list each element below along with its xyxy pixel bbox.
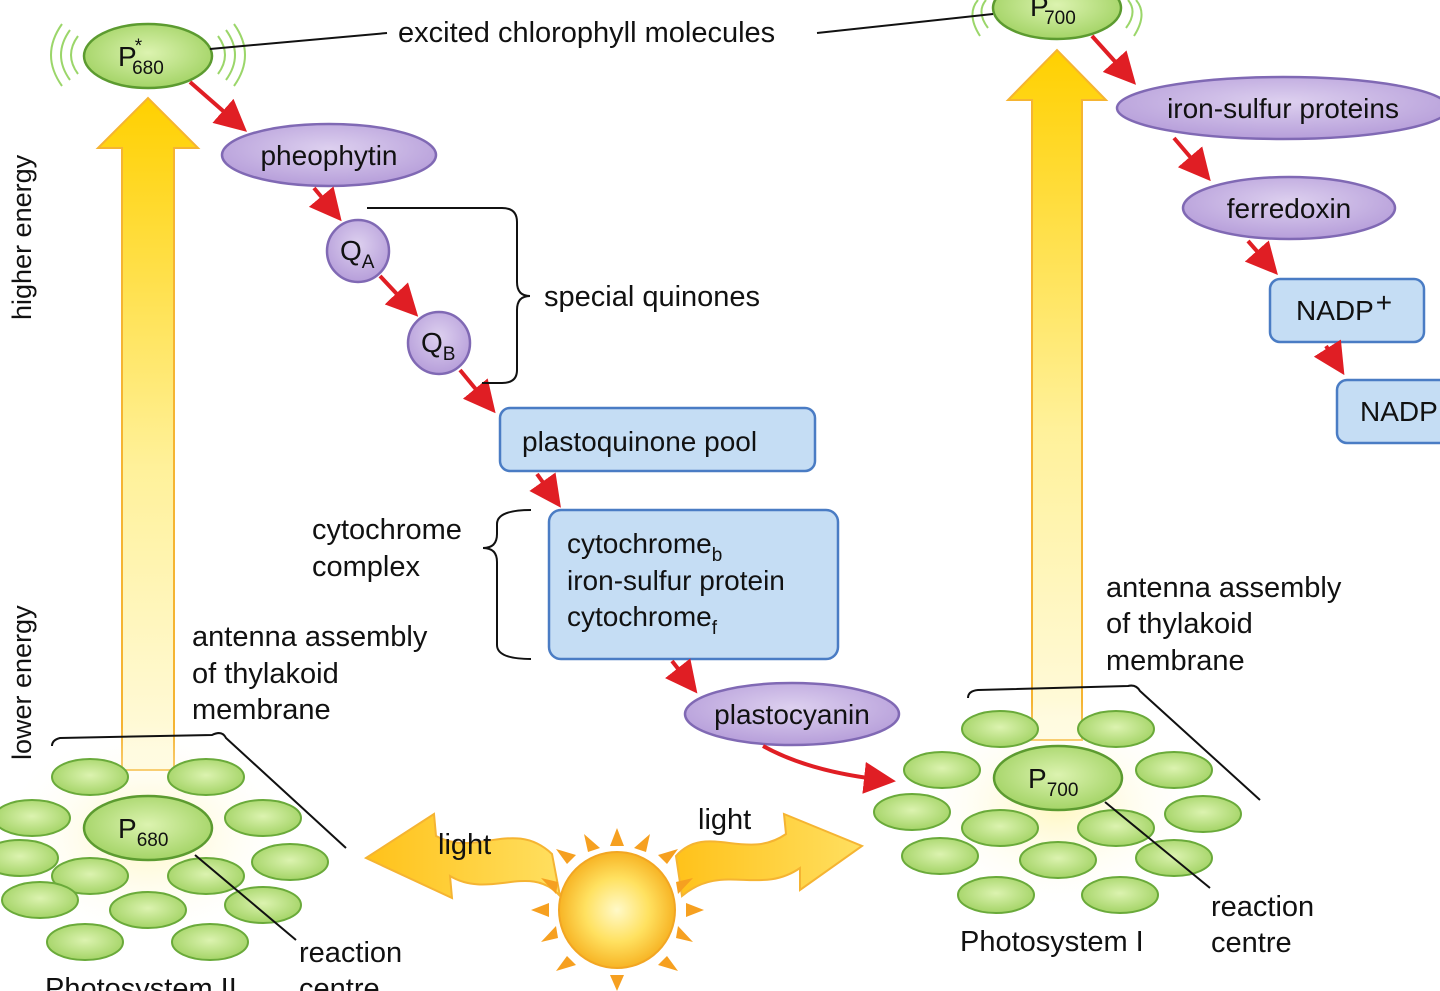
- nadp-plus-main-text: NADP: [1296, 295, 1374, 326]
- light-left-label: light: [438, 829, 491, 861]
- p700-main-text: P: [1028, 763, 1047, 794]
- cytochrome-complex-label-line1: cytochrome: [312, 514, 462, 546]
- brace-special-quinones: [367, 207, 531, 384]
- arrow-qb-to-plastoquinone: [458, 368, 496, 414]
- cytochrome-b-main-text: cytochrome: [567, 528, 712, 559]
- arrow-iron-sulfur-to-ferredoxin: [1172, 136, 1211, 182]
- arrow-pheophytin-to-qa: [308, 186, 342, 222]
- p700-sub-text: 700: [1047, 780, 1079, 801]
- energy-arrow-photosystem-i: [1005, 48, 1109, 741]
- p680-excited-main-text: P: [118, 41, 137, 72]
- arrow-plastocyanin-to-p700: [762, 744, 896, 794]
- pheophytin-node: pheophytin: [220, 122, 438, 188]
- brace-antenna-right: [967, 684, 1261, 801]
- svg-text:P*700: P*700: [1030, 0, 1076, 29]
- p700-excited-star: *: [1047, 0, 1055, 7]
- photosystem-ii-antenna-cluster: [0, 725, 329, 961]
- p680-sub-text: 680: [137, 830, 169, 851]
- p680-excited-sub-text: 680: [132, 58, 164, 79]
- p700-excited-main-text: P: [1030, 0, 1049, 22]
- svg-text:cytochromef: cytochromef: [567, 601, 718, 639]
- photosystem-ii-label: Photosystem II: [45, 973, 237, 991]
- ferredoxin-node: ferredoxin: [1181, 175, 1397, 241]
- p680-excited-node: P*680: [50, 22, 246, 90]
- reaction-centre-left-label-line2: centre: [299, 973, 380, 991]
- arrow-plastoquinone-to-cytochrome: [529, 472, 561, 508]
- antenna-left-label-line1: antenna assembly: [192, 621, 428, 653]
- svg-text:NADP+: NADP+: [1296, 287, 1392, 326]
- qa-node: QA: [325, 218, 391, 284]
- nadp-plus-sup-text: +: [1376, 287, 1392, 318]
- cytochrome-f-sub-text: f: [712, 618, 718, 639]
- qb-main-text: Q: [421, 327, 443, 358]
- qb-sub-text: B: [443, 344, 456, 365]
- arrow-ferredoxin-to-nadp: [1244, 239, 1278, 276]
- antenna-right-label-line3: membrane: [1106, 645, 1245, 677]
- nadph-node: NADPH: [1335, 378, 1440, 445]
- reaction-centre-right-label-line2: centre: [1211, 927, 1292, 959]
- p680-main-text: P: [118, 813, 137, 844]
- electron-flow-arrows: [188, 34, 1345, 794]
- energy-arrow-photosystem-ii: [95, 96, 201, 771]
- plastocyanin-node: plastocyanin: [683, 681, 901, 747]
- svg-text:QA: QA: [340, 235, 375, 273]
- light-arrow-left: [363, 812, 562, 900]
- plastocyanin-label: plastocyanin: [714, 699, 870, 730]
- light-right-label: light: [698, 804, 751, 836]
- p680-reaction-centre-node: P680: [82, 794, 214, 862]
- svg-text:cytochromeb: cytochromeb: [567, 528, 722, 566]
- arrow-p700-to-iron-sulfur: [1090, 34, 1137, 85]
- p700-reaction-centre-node: P700: [992, 744, 1124, 812]
- pheophytin-label: pheophytin: [260, 140, 397, 171]
- leader-excited-left: [209, 32, 388, 50]
- qa-main-text: Q: [340, 235, 362, 266]
- nadph-label: NADPH: [1360, 396, 1440, 427]
- special-quinones-label: special quinones: [544, 281, 760, 313]
- leader-excited-right: [816, 13, 994, 34]
- nadp-plus-node: NADP+: [1268, 277, 1426, 344]
- arrow-p680-to-pheophytin: [188, 80, 248, 132]
- qa-sub-text: A: [362, 252, 375, 273]
- arrow-nadp-to-nadph: [1313, 339, 1345, 376]
- p700-excited-node: P*700: [971, 0, 1143, 41]
- arrow-qa-to-qb: [378, 274, 419, 317]
- antenna-left-label-line2: of thylakoid: [192, 658, 339, 690]
- excited-chlorophyll-label: excited chlorophyll molecules: [398, 17, 775, 49]
- antenna-left-label-line3: membrane: [192, 694, 331, 726]
- reaction-centre-left-label-line1: reaction: [299, 937, 402, 969]
- p700-excited-sub-text: 700: [1044, 8, 1076, 29]
- plastoquinone-pool-node: plastoquinone pool: [498, 406, 817, 473]
- antenna-right-label-line1: antenna assembly: [1106, 572, 1342, 604]
- leader-reaction-right: [1104, 801, 1211, 889]
- axis-label-higher-energy: higher energy: [7, 154, 37, 320]
- svg-text:P700: P700: [1028, 763, 1078, 801]
- iron-sulfur-proteins-label: iron-sulfur proteins: [1167, 93, 1399, 124]
- svg-text:P680: P680: [118, 813, 168, 851]
- sun-icon: [531, 828, 704, 991]
- brace-antenna-left: [51, 732, 347, 849]
- axis-label-lower-energy: lower energy: [7, 605, 37, 760]
- light-arrow-right: [674, 812, 865, 898]
- iron-sulfur-protein-line: iron-sulfur protein: [567, 565, 785, 596]
- cytochrome-f-main-text: cytochrome: [567, 601, 712, 632]
- p680-excited-star: *: [135, 36, 143, 57]
- qb-node: QB: [406, 310, 472, 376]
- iron-sulfur-proteins-node: iron-sulfur proteins: [1115, 75, 1440, 141]
- cytochrome-complex-label-line2: complex: [312, 551, 420, 583]
- antenna-right-label-line2: of thylakoid: [1106, 608, 1253, 640]
- ferredoxin-label: ferredoxin: [1227, 193, 1352, 224]
- plastoquinone-pool-label: plastoquinone pool: [522, 426, 757, 457]
- leader-reaction-left: [194, 854, 297, 941]
- arrow-cytochrome-to-plastocyanin: [665, 658, 698, 694]
- cytochrome-b-sub-text: b: [712, 545, 723, 566]
- photosystem-i-label: Photosystem I: [960, 926, 1144, 958]
- svg-text:QB: QB: [421, 327, 455, 365]
- brace-cytochrome-complex: [482, 509, 532, 660]
- svg-text:P*680: P*680: [118, 36, 164, 79]
- callout-lines: [51, 13, 1261, 941]
- reaction-centre-right-label-line1: reaction: [1211, 891, 1314, 923]
- cytochrome-complex-node: cytochromeb iron-sulfur protein cytochro…: [547, 508, 840, 661]
